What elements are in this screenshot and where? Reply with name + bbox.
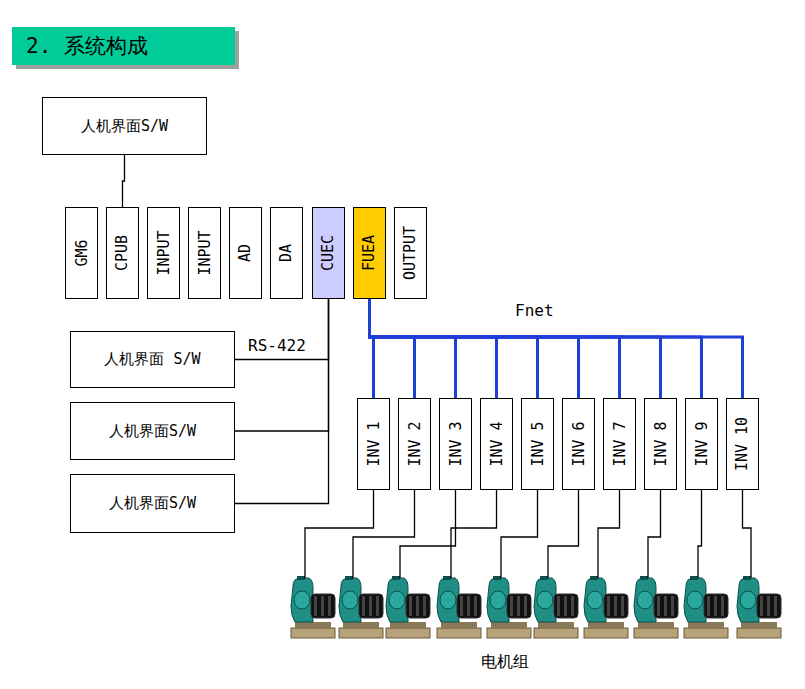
module-box: CUEC xyxy=(312,207,345,299)
title-text: 2. 系统构成 xyxy=(12,32,148,60)
node-label: INV 1 xyxy=(365,421,383,466)
motor-wire xyxy=(400,490,456,578)
node-label: OUTPUT xyxy=(402,226,420,280)
free-label: Fnet xyxy=(513,301,556,320)
node-label: 人机界面S/W xyxy=(109,494,196,513)
node-label: INV 2 xyxy=(406,421,424,466)
motor-wire xyxy=(548,490,579,578)
node-label: INPUT xyxy=(155,230,173,275)
motor-wire xyxy=(598,490,620,578)
node-label: 人机界面 S/W xyxy=(104,350,200,369)
bus-line xyxy=(370,299,456,398)
node-label: DA xyxy=(278,244,296,262)
motor-wire xyxy=(648,490,661,578)
node-label: GM6 xyxy=(73,239,91,266)
module-box: INV 7 xyxy=(603,398,636,490)
module-box: INV 10 xyxy=(726,398,759,490)
free-label: 电机组 xyxy=(479,652,531,673)
module-box: INV 3 xyxy=(439,398,472,490)
module-box: INV 6 xyxy=(562,398,595,490)
bus-line xyxy=(370,299,579,398)
node-label: INV 5 xyxy=(529,421,547,466)
bus-line xyxy=(370,299,620,398)
motor-wire xyxy=(501,490,538,578)
node-label: INV 4 xyxy=(488,421,506,466)
motor-wire xyxy=(451,490,497,578)
hmi-box: 人机界面S/W xyxy=(70,402,235,460)
node-label: CPUB xyxy=(114,235,132,271)
node-label: INV 9 xyxy=(693,421,711,466)
module-box: INV 4 xyxy=(480,398,513,490)
hmi-box: 人机界面S/W xyxy=(42,97,207,155)
bus-line xyxy=(370,299,743,398)
module-box: INV 9 xyxy=(685,398,718,490)
module-box: CPUB xyxy=(106,207,139,299)
hmi-box: 人机界面 S/W xyxy=(70,331,235,388)
bus-line xyxy=(235,299,329,504)
bus-line xyxy=(235,299,329,360)
module-box: INPUT xyxy=(188,207,221,299)
node-label: INV 6 xyxy=(570,421,588,466)
bus-line xyxy=(123,155,125,207)
node-label: INV 10 xyxy=(734,417,752,471)
node-label: CUEC xyxy=(320,235,338,271)
bus-line xyxy=(370,299,497,398)
bus-line xyxy=(370,299,702,398)
node-label: AD xyxy=(237,244,255,262)
bus-line xyxy=(235,299,329,431)
module-box: INV 1 xyxy=(357,398,390,490)
bus-line xyxy=(370,299,661,398)
module-box: INV 5 xyxy=(521,398,554,490)
node-label: 人机界面S/W xyxy=(81,117,168,136)
motor-wire xyxy=(353,490,415,578)
module-box: AD xyxy=(229,207,262,299)
module-box: GM6 xyxy=(65,207,98,299)
free-label: RS-422 xyxy=(246,336,308,355)
module-box: INPUT xyxy=(147,207,180,299)
module-box: INV 2 xyxy=(398,398,431,490)
node-label: INV 7 xyxy=(611,421,629,466)
node-label: INV 3 xyxy=(447,421,465,466)
motor-wire xyxy=(743,490,752,578)
module-box: FUEA xyxy=(353,207,386,299)
node-label: 人机界面S/W xyxy=(109,422,196,441)
title-banner: 2. 系统构成 xyxy=(12,27,235,65)
motor-wire xyxy=(698,490,702,578)
module-box: DA xyxy=(270,207,303,299)
module-box: INV 8 xyxy=(644,398,677,490)
module-box: OUTPUT xyxy=(394,207,427,299)
node-label: FUEA xyxy=(361,235,379,271)
hmi-box: 人机界面S/W xyxy=(70,474,235,533)
bus-line xyxy=(370,299,415,398)
node-label: INV 8 xyxy=(652,421,670,466)
node-label: INPUT xyxy=(196,230,214,275)
